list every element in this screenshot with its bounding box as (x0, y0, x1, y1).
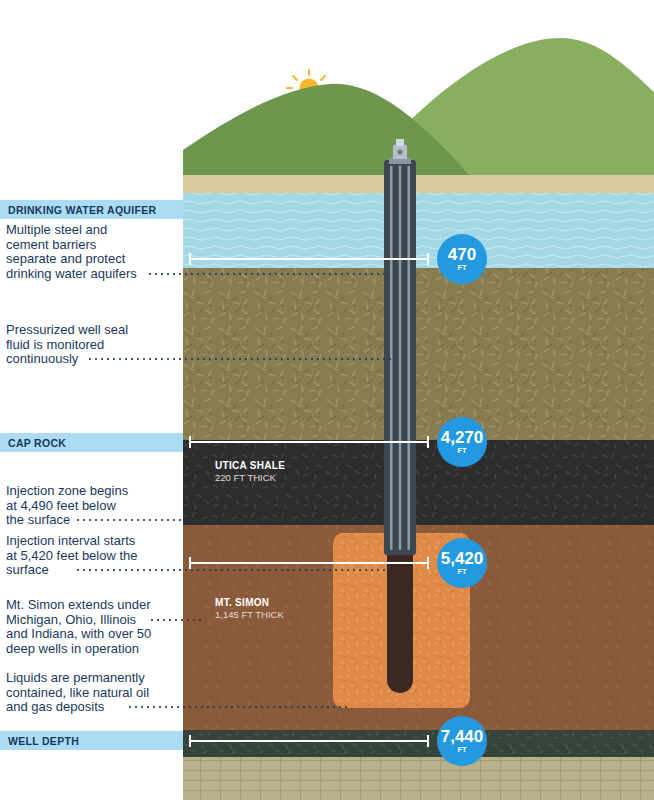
dimension-line (190, 436, 428, 448)
annotation-text: Mt. Simon extends under Michigan, Ohio, … (6, 598, 161, 656)
band-label: CAP ROCK (8, 437, 66, 449)
back-hill (360, 38, 654, 176)
wellhead (393, 145, 407, 159)
texture-mark (293, 76, 297, 80)
leader-line (78, 569, 386, 571)
depth-number: 5,420 (441, 550, 484, 567)
depth-number: 4,270 (441, 429, 484, 446)
rock-layer: MT. SIMON1,145 FT THICK (183, 525, 654, 730)
annotation-text: Pressurized well seal fluid is monitored… (6, 323, 146, 367)
depth-layer (183, 730, 654, 757)
leader-line (130, 706, 352, 708)
front-hill (183, 84, 470, 176)
layer-name: MT. SIMON (215, 596, 654, 609)
depth-unit: FT (457, 567, 466, 576)
header-band: DRINKING WATER AQUIFER (0, 200, 183, 219)
soil-layer (183, 268, 654, 440)
dimension-line (190, 735, 428, 747)
sandstone-layer (183, 525, 654, 730)
layer-thickness: 220 FT THICK (215, 472, 654, 484)
texture-mark (308, 70, 310, 75)
depth-number: 7,440 (441, 728, 484, 745)
well-casing (384, 160, 416, 555)
band-label: WELL DEPTH (8, 735, 79, 747)
texture-mark (287, 87, 292, 89)
annotation-text: Multiple steel and cement barriers separ… (6, 223, 146, 281)
dimension-line (190, 253, 428, 265)
depth-unit: FT (457, 446, 466, 455)
topsoil-layer (183, 175, 654, 193)
layer-name: UTICA SHALE (215, 459, 654, 472)
texture-mark (321, 76, 325, 80)
rock-layer: UTICA SHALE220 FT THICK (183, 440, 654, 525)
wellhead-cap (396, 139, 404, 146)
dimension-line (190, 557, 428, 569)
depth-circle: 5,420FT (437, 538, 487, 588)
depth-circle: 470FT (437, 234, 487, 284)
leader-line (90, 358, 392, 360)
leader-line (150, 273, 390, 275)
dimension-lines (190, 253, 428, 747)
depth-number: 470 (448, 246, 476, 263)
injection-well (384, 139, 416, 693)
shale-layer (183, 440, 654, 525)
depth-unit: FT (457, 263, 466, 272)
annotation-text: Injection zone begins at 4,490 feet belo… (6, 484, 134, 528)
depth-unit: FT (457, 745, 466, 754)
header-band: CAP ROCK (0, 433, 183, 452)
casing-line (408, 166, 411, 550)
leader-line (78, 519, 383, 521)
aquifer-layer (183, 193, 654, 268)
header-band: WELL DEPTH (0, 731, 183, 750)
layer-thickness: 1,145 FT THICK (215, 609, 654, 621)
wellhead-valve (398, 150, 403, 155)
annotation-text: Liquids are permanently contained, like … (6, 671, 151, 715)
depth-circle: 4,270FT (437, 417, 487, 467)
bedrock-layer (183, 757, 654, 800)
leader-line (152, 619, 205, 621)
band-label: DRINKING WATER AQUIFER (8, 204, 156, 216)
annotation-text: Injection interval starts at 5,420 feet … (6, 534, 139, 578)
depth-circle: 7,440FT (437, 716, 487, 766)
casing-line (399, 166, 402, 550)
